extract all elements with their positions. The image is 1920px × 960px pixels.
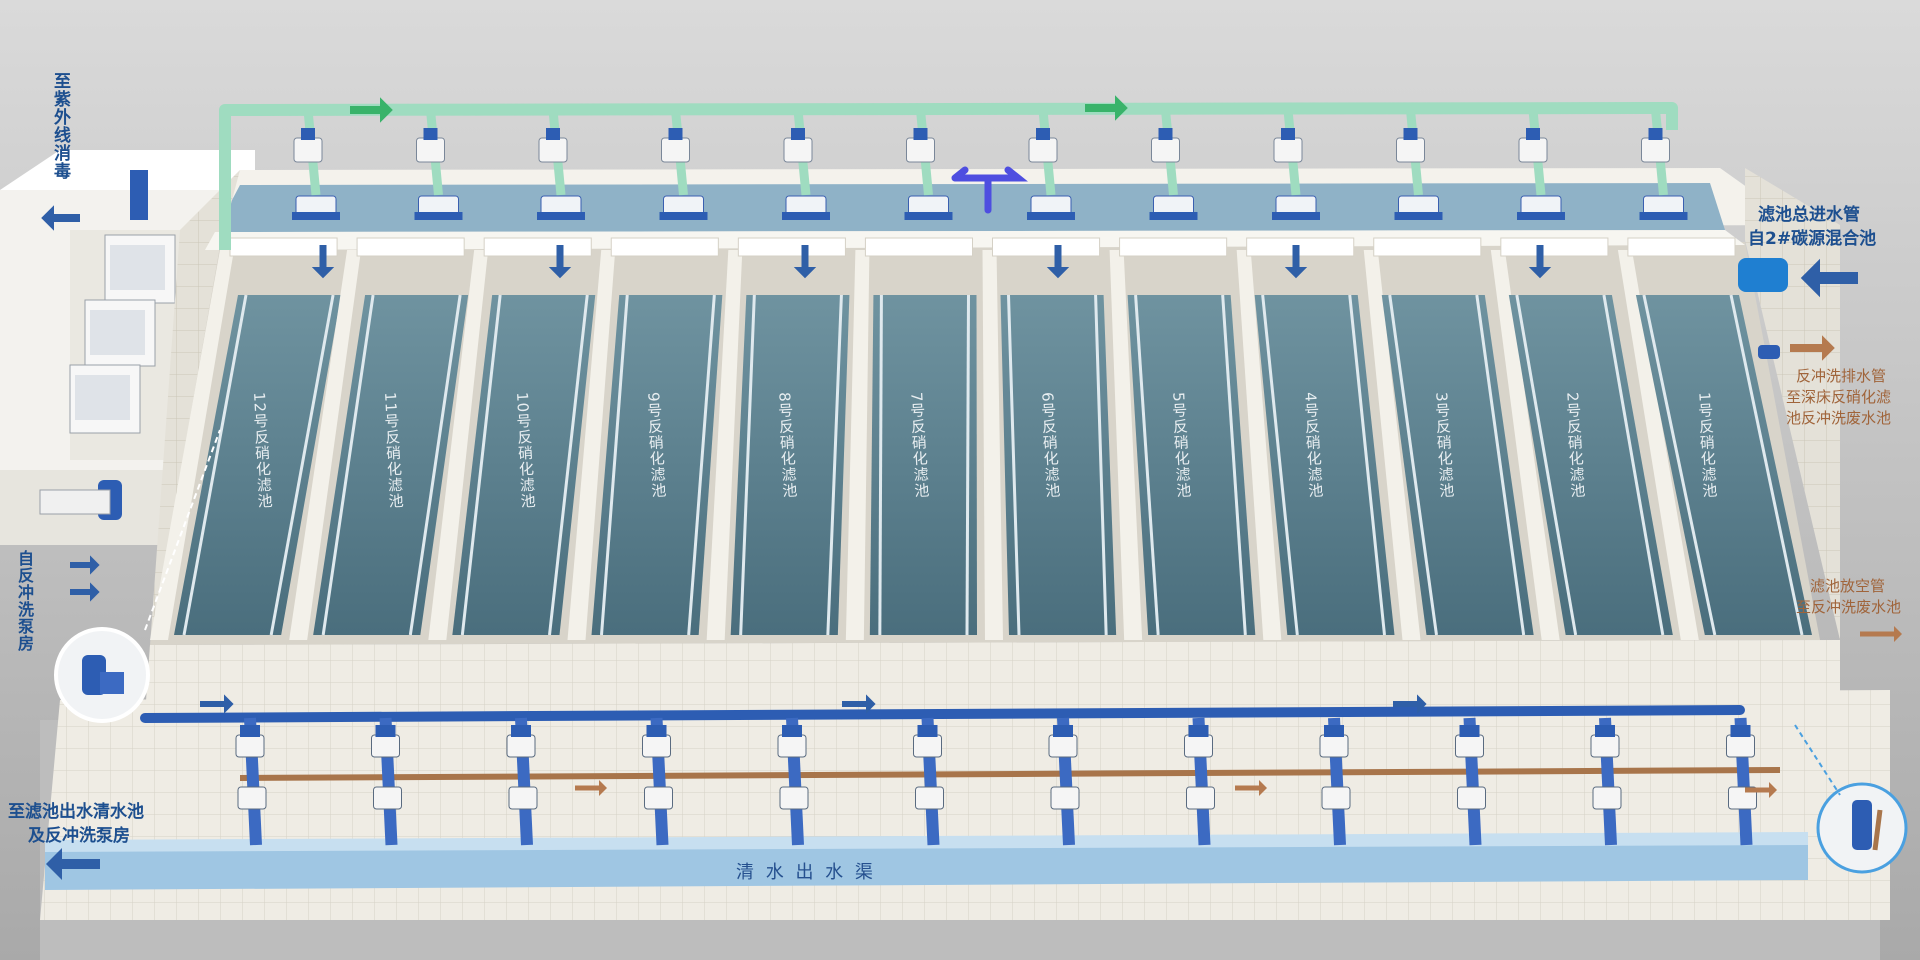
clear-channel-label: 清 水 出 水 渠 <box>736 858 876 884</box>
backwash-drain-label-3: 池反冲洗废水池 <box>1786 407 1891 428</box>
backwash-drain-label-1: 反冲洗排水管 <box>1796 365 1886 386</box>
inlet-label-1: 滤池总进水管 <box>1758 200 1860 225</box>
uv-disinfection-label: 至紫外线消毒 <box>48 72 73 180</box>
outlet-label-1: 至滤池出水清水池 <box>8 797 144 822</box>
empty-pipe-label-1: 滤池放空管 <box>1810 575 1885 596</box>
from-backwash-pump-label: 自反冲洗泵房 <box>12 550 36 652</box>
backwash-drain-label-2: 至深床反硝化滤 <box>1786 386 1891 407</box>
empty-pipe-label-2: 至反冲洗废水池 <box>1796 596 1901 617</box>
clear-water-channel <box>45 832 1808 890</box>
inlet-label-2: 自2#碳源混合池 <box>1748 224 1876 249</box>
outlet-label-2: 及反冲洗泵房 <box>28 821 130 846</box>
